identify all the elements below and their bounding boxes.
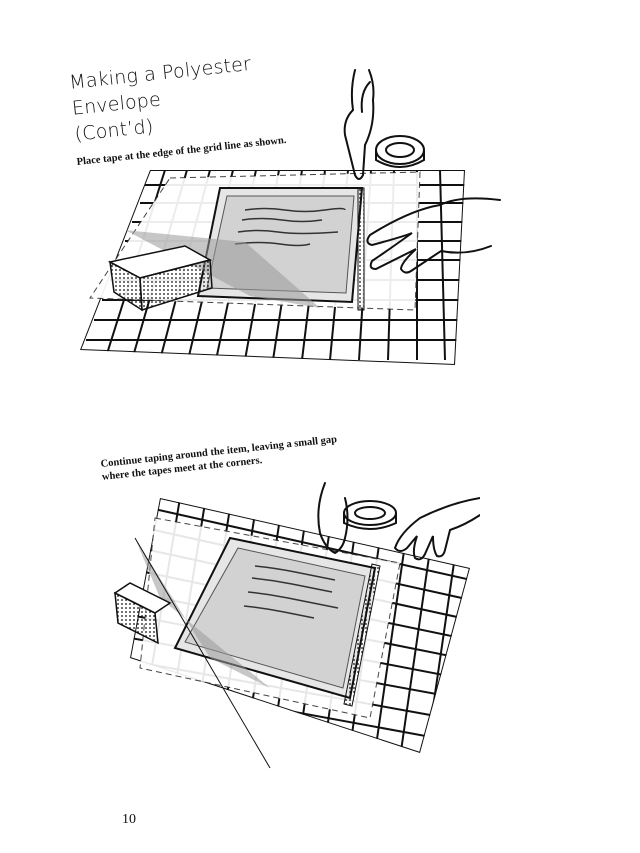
tape-strip [343,563,381,707]
weight-block [113,582,172,645]
tape-roll [375,135,425,168]
step-2-caption: Continue taping around the item, leaving… [100,433,339,484]
page-number: 10 [122,812,136,827]
taping-around-illustration [113,482,480,769]
tape-roll [343,500,397,530]
taping-edge-illustration [80,69,501,365]
hands [343,69,501,274]
weight-block [107,245,213,312]
hands [317,482,480,561]
tape-strip [357,187,365,311]
